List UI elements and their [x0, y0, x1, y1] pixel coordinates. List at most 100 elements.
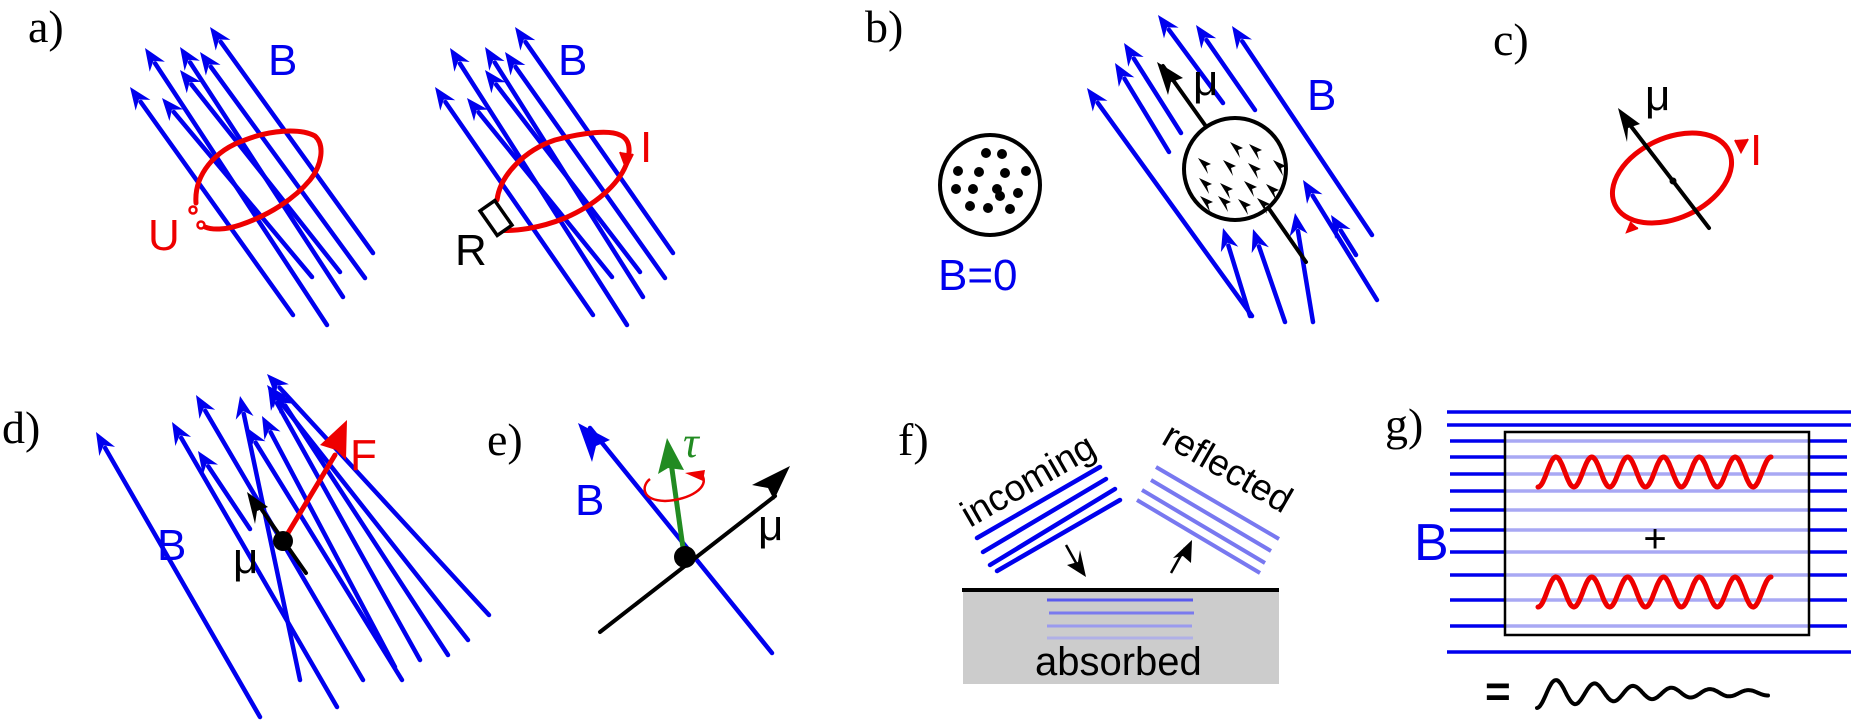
field-label: B [157, 521, 186, 570]
field-arrowhead-icon [196, 395, 216, 419]
field-lines [1087, 15, 1380, 325]
plus-sign: + [1643, 517, 1666, 561]
damped-wave-result [1535, 678, 1770, 710]
field-arrowhead-icon [435, 87, 456, 111]
panel-label-c: c) [1493, 14, 1529, 65]
unmagnetized-sample: B=0 [938, 133, 1042, 300]
panel-label-g: g) [1385, 399, 1423, 450]
spin-arrowhead-icon [1248, 163, 1261, 179]
field-line [241, 411, 303, 683]
moment-dot [995, 191, 1005, 201]
field-line [253, 440, 405, 683]
rotation-arrowhead-icon [685, 470, 705, 481]
field-arrowhead-icon [1196, 25, 1217, 49]
rotation-arrow-icon [643, 474, 705, 503]
field-line [443, 99, 596, 318]
panel-label-a: a) [28, 1, 64, 52]
field-line [523, 39, 676, 256]
moment-dot [953, 166, 963, 176]
field-label: B [558, 36, 587, 85]
field-arrowhead-icon [145, 48, 165, 72]
wave-bottom [1535, 574, 1774, 610]
field-arrowhead-icon [246, 427, 266, 451]
current-label: I [640, 123, 652, 172]
field-arrowhead-icon [1251, 229, 1269, 254]
terminal-icon [188, 205, 198, 215]
dipole-icon [674, 546, 696, 568]
field-line [1166, 27, 1226, 106]
wave-top [1535, 454, 1774, 490]
field-arrowhead-icon [1289, 213, 1308, 237]
field-line [171, 109, 315, 280]
moment-dot [1021, 166, 1031, 176]
moment-dot [983, 203, 993, 213]
moment-arrow [1628, 123, 1711, 230]
field-arrowhead-icon [210, 27, 231, 51]
field-arrowhead-icon [262, 416, 281, 441]
field-arrowhead-icon [162, 98, 184, 122]
field-arrowhead-icon [1124, 43, 1144, 67]
aligned-spins [1198, 142, 1286, 215]
moment-dot [965, 201, 975, 211]
field-line [1095, 100, 1255, 319]
reflected-wave [1140, 488, 1267, 565]
current-label: I [1750, 126, 1762, 175]
field-lines [435, 27, 676, 328]
field-line [513, 64, 668, 281]
resistor-icon [477, 198, 515, 238]
field-line [282, 403, 451, 658]
absorbed-waves [1047, 598, 1194, 640]
resistor-label: R [455, 226, 487, 275]
field-arrowhead-icon [505, 52, 526, 76]
panel-a: a) B U B I R [28, 1, 676, 328]
field-label: B [1307, 71, 1336, 120]
field-arrowhead-icon [130, 87, 151, 111]
moment-arrowhead-icon [752, 466, 790, 500]
field-label: B [1414, 514, 1449, 572]
reflected-label: reflected [1156, 414, 1299, 520]
random-moments [951, 148, 1031, 214]
sample-box [1503, 430, 1811, 637]
panel-label-d: d) [2, 402, 40, 453]
moment-label: μ [1645, 71, 1670, 120]
sample-outline [938, 133, 1042, 237]
moment-tail [1263, 201, 1308, 264]
incoming-wave [994, 497, 1123, 574]
panel-d: d) B μ F [2, 374, 492, 720]
field-line [1204, 37, 1258, 113]
spin-arrowhead-icon [1223, 160, 1236, 176]
current-loop [1609, 130, 1735, 226]
moment-arrowhead-icon [1157, 62, 1183, 95]
field-arrowhead-icon [450, 48, 470, 72]
torque-label: τ [683, 418, 701, 467]
field-arrowhead-icon [180, 47, 200, 71]
panel-a-left: B U [130, 27, 376, 328]
field-arrowhead-icon [515, 27, 536, 51]
field-line [208, 64, 368, 281]
field-line [1338, 228, 1359, 258]
field-arrowhead-icon [578, 423, 610, 462]
panel-b: b) B=0 μ B [865, 1, 1380, 325]
spin-arrowhead-icon [1266, 184, 1279, 200]
moment-dot [951, 184, 961, 194]
spin-arrowhead-icon [1200, 196, 1213, 212]
field-arrowhead-icon [1158, 15, 1179, 39]
field-arrowhead-icon [1331, 215, 1351, 239]
field-line [138, 99, 296, 318]
torque-arrow [667, 454, 687, 556]
current-loop [492, 129, 632, 233]
panel-label-e: e) [487, 414, 523, 465]
field-line [218, 39, 376, 256]
field-line [1122, 76, 1172, 155]
field-arrowhead-icon [235, 396, 254, 420]
spin-arrowhead-icon [1199, 178, 1212, 194]
current-direction-icon [1625, 221, 1639, 234]
field-line [277, 385, 492, 618]
incoming-wave [987, 486, 1118, 568]
loop-center-icon [1669, 177, 1677, 185]
spin-arrowhead-icon [1218, 196, 1231, 212]
dipole-icon [273, 531, 293, 551]
field-line [205, 464, 253, 532]
moment-label: μ [233, 534, 258, 583]
panel-f: f) incoming reflected absorbed [898, 414, 1299, 684]
